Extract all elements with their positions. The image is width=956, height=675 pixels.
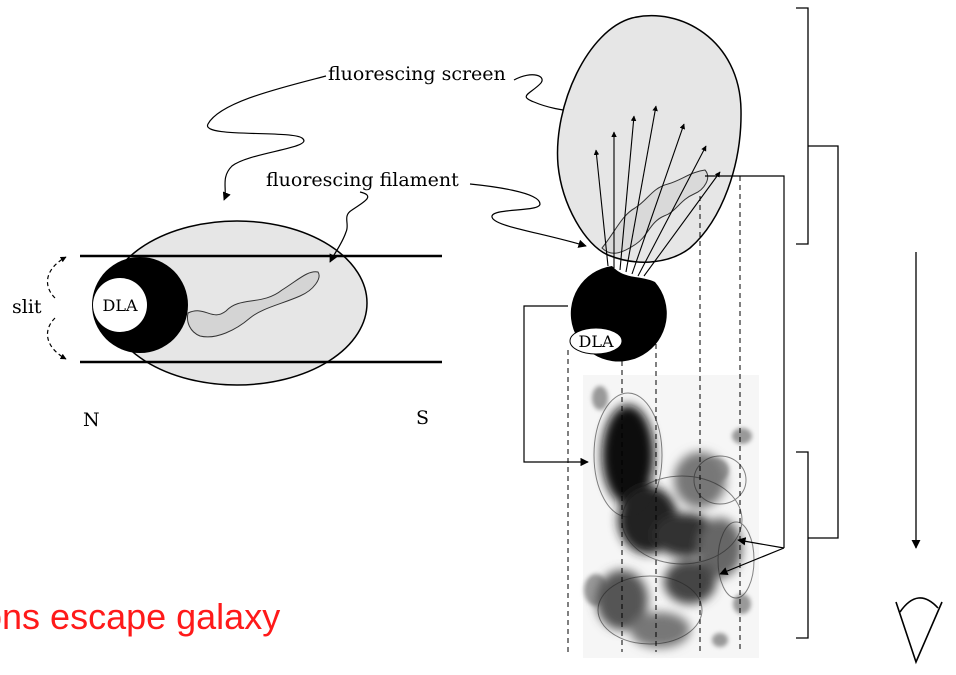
bracket-joiner: [808, 146, 838, 538]
south-label: S: [416, 407, 429, 429]
observer: [896, 252, 942, 662]
screen-label: fluorescing screen: [328, 63, 506, 85]
spectrum-image: [583, 375, 759, 658]
slit-label: slit: [12, 296, 42, 318]
north-label: N: [83, 409, 100, 431]
filament-leader-left: [330, 192, 368, 262]
right-panel: DLA: [524, 16, 784, 658]
slit-arrow-down: [47, 318, 66, 359]
slit-arrow-up: [47, 257, 66, 298]
eye-lid: [900, 598, 938, 612]
eye-icon: [896, 602, 942, 662]
dla-label-left: DLA: [102, 296, 137, 315]
filament-label: fluorescing filament: [266, 169, 459, 191]
dla-label-right: DLA: [578, 332, 613, 351]
left-panel: DLA slit N S: [12, 221, 442, 431]
bracket-top: [796, 8, 808, 244]
caption-text: ons escape galaxy: [0, 592, 420, 642]
bracket-bottom: [796, 452, 808, 638]
brackets: [796, 8, 838, 638]
